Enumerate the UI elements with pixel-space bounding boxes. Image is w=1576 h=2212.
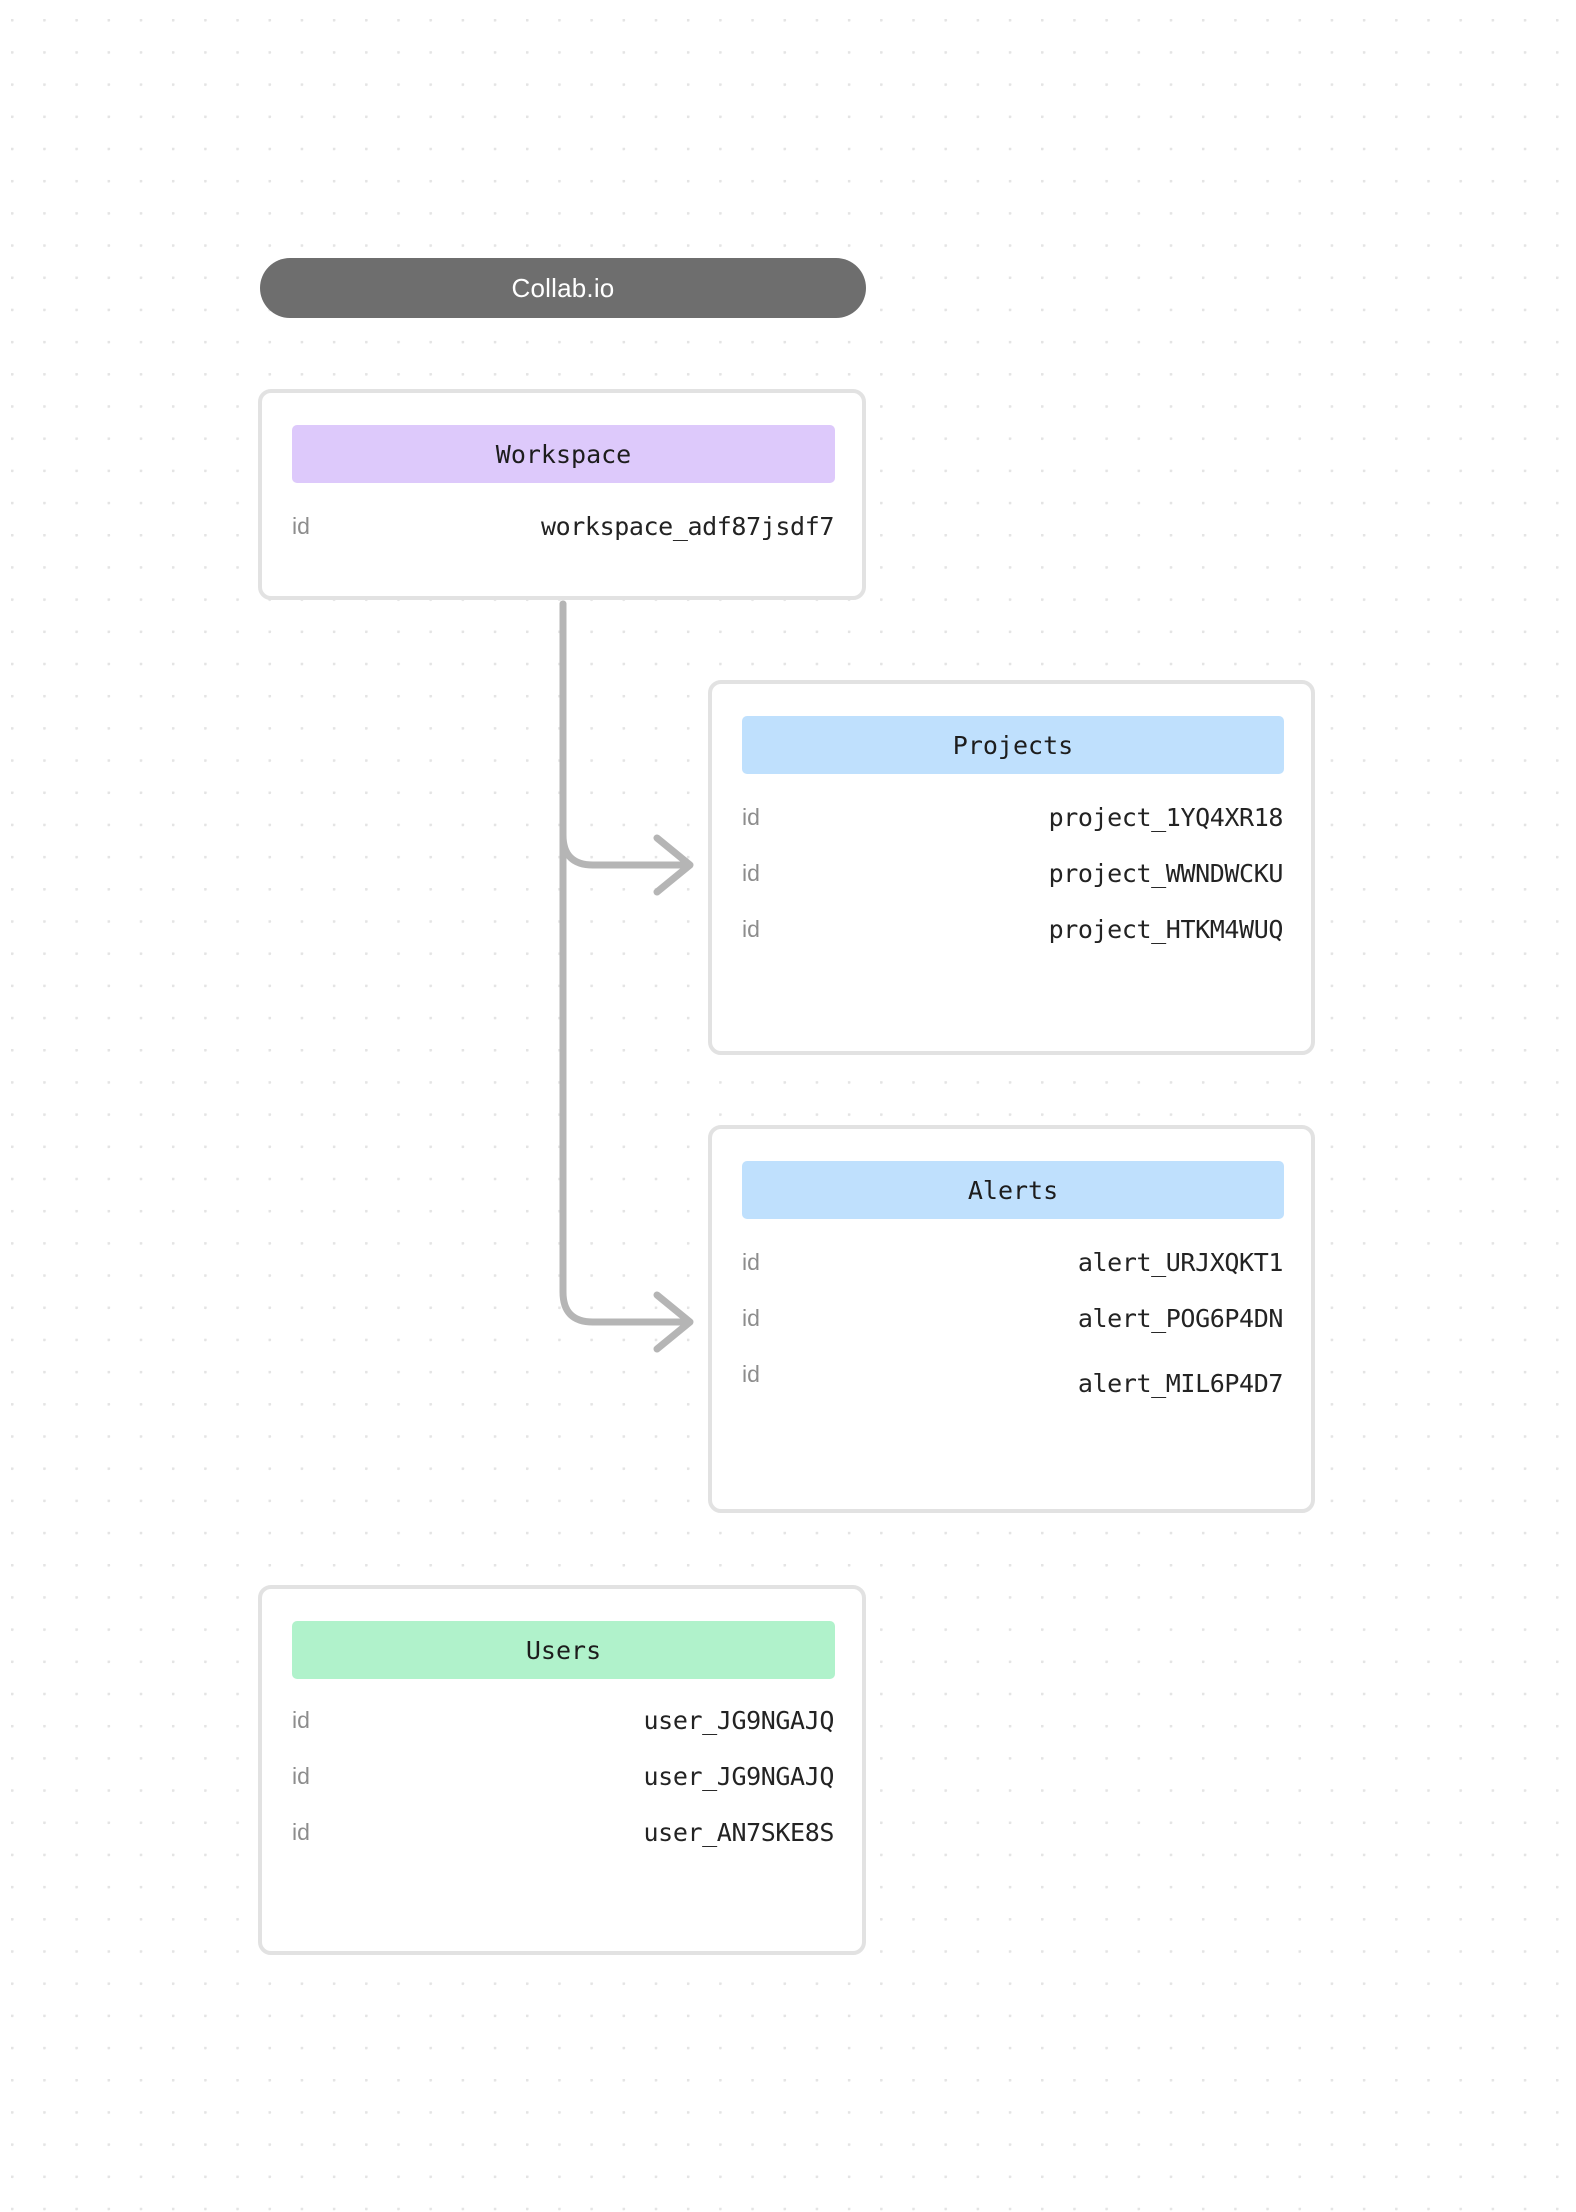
row-key: id (742, 859, 760, 886)
entity-header-label-alerts: Alerts (967, 1175, 1059, 1205)
entity-rows-alerts: id alert_URJXQKT1 id alert_POG6P4DN id a… (712, 1234, 1311, 1402)
connector-workspace-to-projects (559, 600, 692, 869)
entity-header-alerts: Alerts (742, 1161, 1284, 1219)
table-row[interactable]: id user_JG9NGAJQ (262, 1748, 862, 1804)
row-value: project_WWNDWCKU (1048, 858, 1284, 888)
entity-card-projects[interactable]: Projects id project_1YQ4XR18 id project_… (708, 680, 1315, 1055)
row-value: workspace_adf87jsdf7 (540, 511, 834, 541)
row-value: project_HTKM4WUQ (1048, 914, 1284, 944)
table-row[interactable]: id project_HTKM4WUQ (712, 901, 1311, 957)
entity-header-users: Users (292, 1621, 835, 1679)
row-value: alert_POG6P4DN (1077, 1303, 1284, 1333)
row-key: id (292, 1818, 310, 1845)
entity-header-projects: Projects (742, 716, 1284, 774)
diagram-title-pill[interactable]: Collab.io (260, 258, 866, 318)
row-value: project_1YQ4XR18 (1048, 802, 1284, 832)
entity-rows-workspace: id workspace_adf87jsdf7 (262, 498, 862, 554)
row-key: id (292, 512, 310, 539)
entity-card-alerts[interactable]: Alerts id alert_URJXQKT1 id alert_POG6P4… (708, 1125, 1315, 1513)
row-key: id (292, 1706, 310, 1733)
row-value: user_AN7SKE8S (643, 1817, 835, 1847)
table-row[interactable]: id workspace_adf87jsdf7 (262, 498, 862, 554)
table-row[interactable]: id alert_MIL6P4D7 (712, 1346, 1311, 1402)
table-row[interactable]: id user_AN7SKE8S (262, 1804, 862, 1860)
row-value: user_JG9NGAJQ (643, 1705, 835, 1735)
entity-header-label-projects: Projects (952, 730, 1074, 760)
connector-workspace-to-alerts (559, 600, 692, 1326)
entity-rows-projects: id project_1YQ4XR18 id project_WWNDWCKU … (712, 789, 1311, 957)
diagram-title-label: Collab.io (511, 273, 615, 303)
row-key: id (742, 1304, 760, 1331)
entity-card-workspace[interactable]: Workspace id workspace_adf87jsdf7 (258, 389, 866, 600)
entity-header-label-users: Users (525, 1635, 602, 1665)
table-row[interactable]: id alert_POG6P4DN (712, 1290, 1311, 1346)
arrowhead-alerts (653, 1291, 694, 1353)
row-key: id (292, 1762, 310, 1789)
entity-rows-users: id user_JG9NGAJQ id user_JG9NGAJQ id use… (262, 1692, 862, 1860)
row-key: id (742, 915, 760, 942)
row-value: user_JG9NGAJQ (643, 1761, 835, 1791)
entity-header-workspace: Workspace (292, 425, 835, 483)
entity-header-label-workspace: Workspace (495, 439, 632, 469)
row-key: id (742, 1360, 760, 1387)
table-row[interactable]: id alert_URJXQKT1 (712, 1234, 1311, 1290)
entity-card-users[interactable]: Users id user_JG9NGAJQ id user_JG9NGAJQ … (258, 1585, 866, 1955)
table-row[interactable]: id project_WWNDWCKU (712, 845, 1311, 901)
row-key: id (742, 803, 760, 830)
table-row[interactable]: id user_JG9NGAJQ (262, 1692, 862, 1748)
table-row[interactable]: id project_1YQ4XR18 (712, 789, 1311, 845)
row-value: alert_MIL6P4D7 (1077, 1368, 1284, 1398)
row-value: alert_URJXQKT1 (1077, 1247, 1284, 1277)
arrowhead-projects (653, 834, 694, 896)
row-key: id (742, 1248, 760, 1275)
